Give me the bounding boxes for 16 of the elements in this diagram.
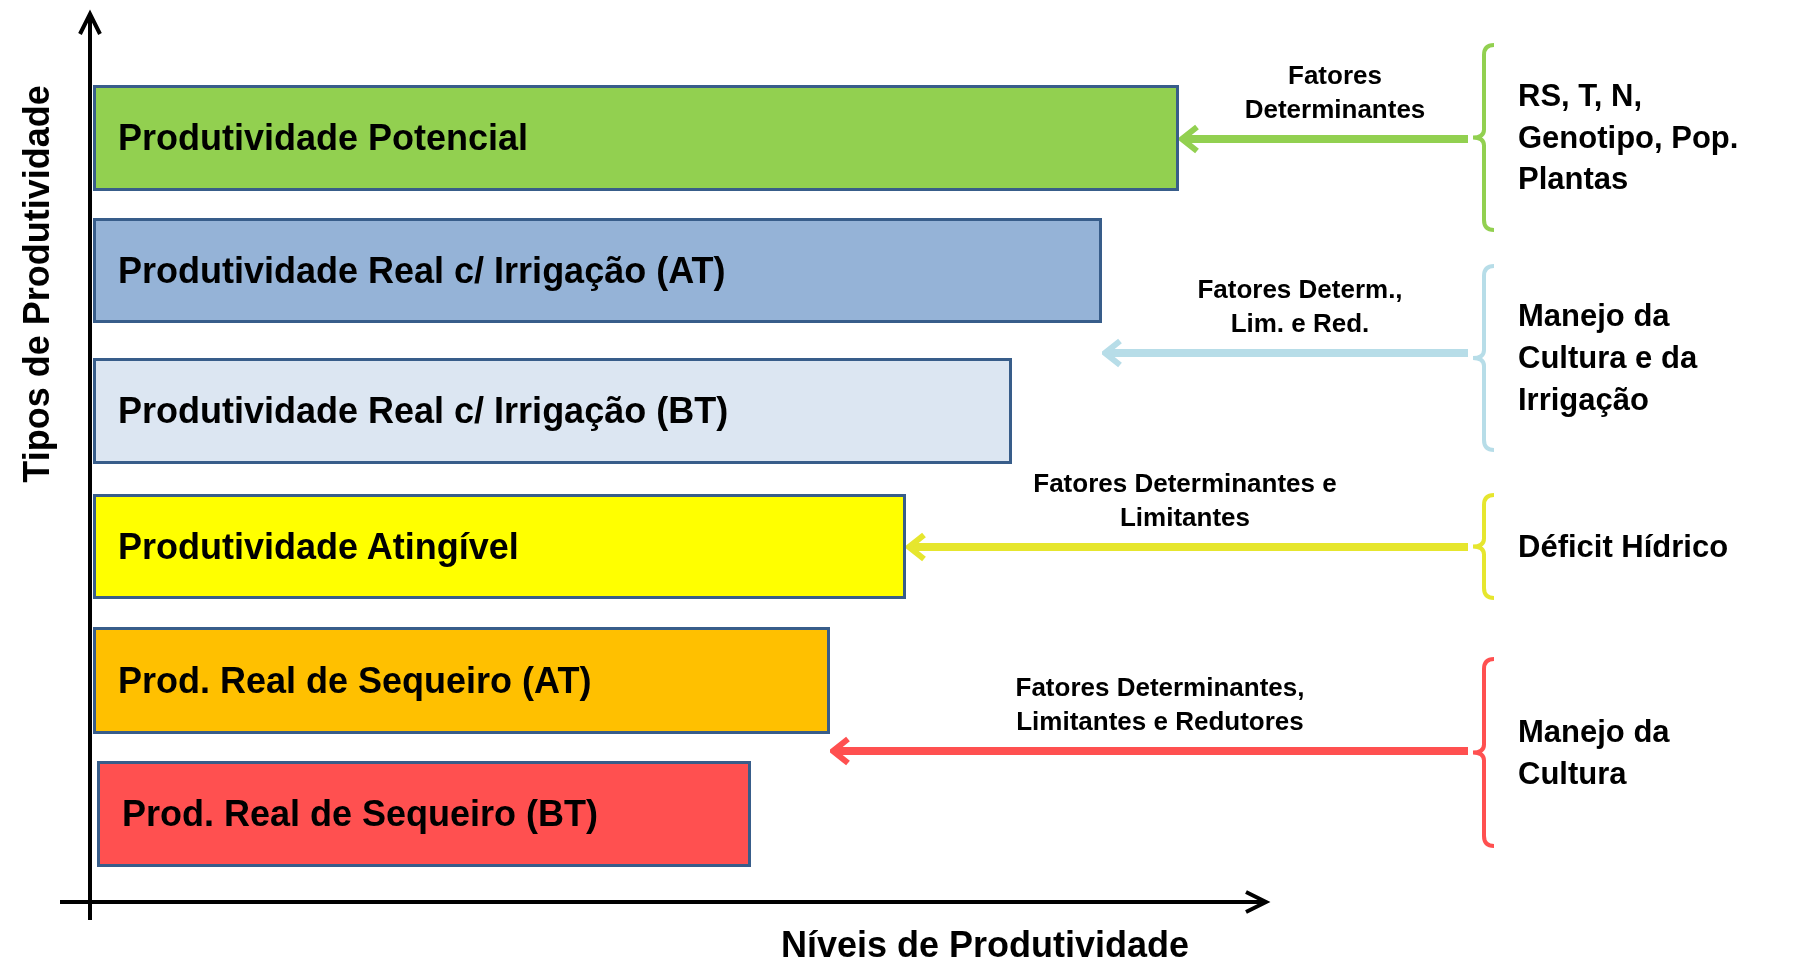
x-axis-label: Níveis de Produtividade bbox=[780, 924, 1190, 965]
productivity-bar: Prod. Real de Sequeiro (AT) bbox=[93, 627, 830, 734]
productivity-bar: Prod. Real de Sequeiro (BT) bbox=[97, 761, 751, 867]
edge-label: Fatores Determinantes e Limitantes bbox=[1032, 467, 1338, 535]
factor-text: Manejo da Cultura e da Irrigação bbox=[1518, 297, 1699, 419]
y-axis-label: Tipos de Produtividade bbox=[16, 85, 58, 483]
factor-text: RS, T, N, Genotipo, Pop. Plantas bbox=[1518, 76, 1740, 199]
edge-label: Fatores Determ., Lim. e Red. bbox=[1196, 273, 1404, 341]
productivity-bar: Produtividade Potencial bbox=[93, 85, 1179, 191]
edge-label: Fatores Determinantes bbox=[1243, 59, 1427, 127]
productivity-bar: Produtividade Atingível bbox=[93, 494, 906, 599]
productivity-bar: Produtividade Real c/ Irrigação (AT) bbox=[93, 218, 1102, 323]
factor-text: Manejo da Cultura bbox=[1518, 712, 1671, 793]
edge-label: Fatores Determinantes, Limitantes e Redutores bbox=[1014, 671, 1306, 739]
productivity-bar: Produtividade Real c/ Irrigação (BT) bbox=[93, 358, 1012, 464]
factor-text: Déficit Hídrico bbox=[1518, 527, 1729, 566]
